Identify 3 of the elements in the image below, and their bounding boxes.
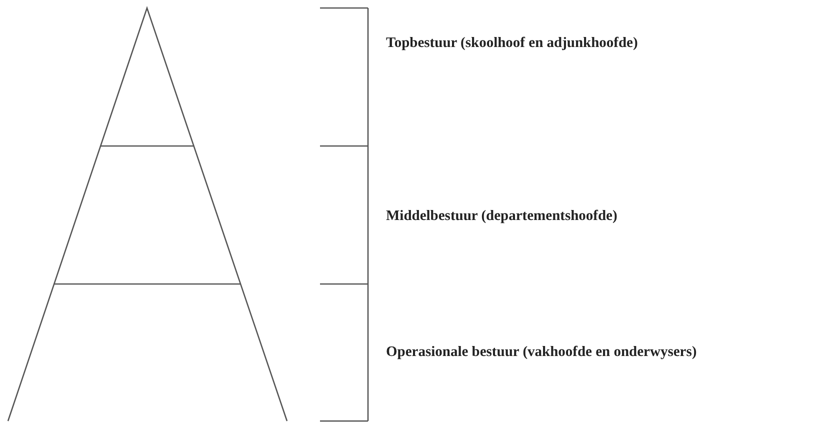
level-label: Operasionale bestuur (vakhoofde en onderwysers) — [386, 344, 697, 362]
level-label: Middelbestuur (departementshoofde) — [386, 208, 618, 226]
level-label: Topbestuur (skoolhoof en adjunkhoofde) — [386, 35, 638, 52]
